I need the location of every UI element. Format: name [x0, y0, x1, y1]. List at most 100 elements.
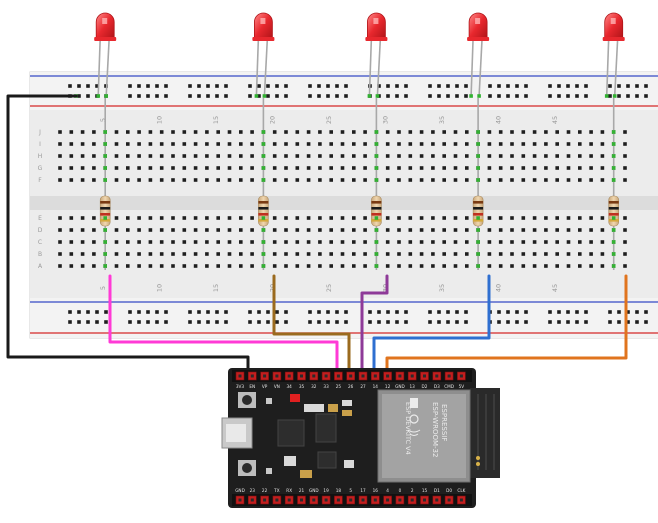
column-number: 40 [495, 284, 503, 292]
column-number: 45 [551, 116, 559, 124]
pin-label: 19 [323, 488, 329, 493]
resistor [371, 98, 382, 270]
column-number: 35 [438, 284, 446, 292]
wifi-mark-icon [407, 429, 421, 436]
pin-label: 23 [250, 488, 256, 493]
row-letter: A [38, 263, 43, 270]
row-letter: F [38, 177, 42, 184]
module-brand-text: ESPRESSIF [440, 404, 448, 441]
wroom-module: ESPRESSIF ESP-WROOM-32 ESP DEVKITC V4 [377, 389, 480, 483]
wire-ground-black [6, 94, 250, 378]
row-letter: C [38, 239, 42, 246]
pin-label: VN [274, 384, 280, 389]
pin-label: 25 [336, 384, 342, 389]
column-number: 10 [156, 284, 164, 292]
column-number: 30 [382, 116, 390, 124]
resistor [608, 98, 620, 270]
pin-label: 13 [410, 384, 416, 389]
led-5 [602, 12, 625, 98]
pin-label: 0 [399, 488, 402, 493]
resistor [99, 98, 111, 270]
pin-label: D0 [446, 488, 452, 493]
led-3 [365, 12, 388, 98]
pin-label: 12 [385, 384, 391, 389]
pin-label: D1 [434, 488, 440, 493]
resistor [258, 98, 269, 270]
row-letter: D [38, 227, 43, 234]
column-number: 5 [99, 286, 107, 290]
pin-label: TX [273, 488, 280, 493]
pin-label: GND [235, 488, 245, 493]
wire-orange [385, 274, 628, 378]
led-body-icon [95, 12, 115, 39]
row-letter: E [38, 215, 42, 222]
ce-mark-icon [409, 414, 419, 424]
column-number: 40 [495, 116, 503, 124]
pin-label: 27 [360, 384, 366, 389]
usb-uart-chip [277, 419, 305, 447]
pin-label: 32 [311, 384, 317, 389]
pin-label: 17 [360, 488, 366, 493]
led-body-icon [254, 12, 273, 39]
pin-label: GND [395, 384, 405, 389]
row-letter: H [38, 153, 43, 160]
pin-label: GND [309, 488, 319, 493]
pin-label: CLK [457, 488, 465, 493]
power-led-icon [290, 394, 300, 402]
pin-label: 5 [349, 488, 352, 493]
resistor [472, 98, 484, 270]
led-body-icon [367, 12, 386, 39]
column-number: 25 [325, 284, 333, 292]
led-2 [252, 12, 275, 98]
wire-pink [108, 274, 339, 378]
wire-purple [360, 274, 389, 378]
pin-label: RX [286, 488, 292, 493]
column-number: 15 [212, 116, 220, 124]
pin-label: VP [262, 384, 268, 389]
pin-label: 34 [287, 384, 293, 389]
pin-label: 26 [348, 384, 354, 389]
logo-mark [410, 398, 418, 408]
board-silk-text: ESP DEVKITC V4 [404, 402, 412, 455]
column-number: 20 [269, 116, 277, 124]
pin-label: 18 [336, 488, 342, 493]
regulator-chip [315, 413, 337, 443]
pin-label: 2 [411, 488, 414, 493]
pin-label: D2 [422, 384, 428, 389]
column-number: 45 [551, 284, 559, 292]
column-number: 10 [156, 116, 164, 124]
center-channel [30, 196, 658, 210]
row-letter: J [38, 129, 41, 136]
pin-label: 35 [299, 384, 305, 389]
module-model-text: ESP-WROOM-32 [431, 402, 439, 457]
pin-label: 15 [422, 488, 428, 493]
pin-label: 16 [373, 488, 379, 493]
pin-label: EN [249, 384, 255, 389]
column-number: 25 [325, 116, 333, 124]
pin-label: 5V [459, 384, 465, 389]
pin-label: 22 [262, 488, 268, 493]
column-number: 5 [99, 118, 107, 122]
pin-label: CMD [444, 384, 454, 389]
led-4 [467, 12, 490, 98]
led-body-icon [468, 12, 488, 39]
wire-blue [372, 274, 491, 378]
top-power-rail [30, 72, 658, 110]
wire-brown [272, 274, 351, 378]
pin-label: 4 [386, 488, 389, 493]
row-letter: I [39, 141, 41, 148]
pin-label: 33 [323, 384, 329, 389]
column-number: 15 [212, 284, 220, 292]
pin-label: 21 [299, 488, 305, 493]
row-letter: G [38, 165, 43, 172]
column-number: 35 [438, 116, 446, 124]
led-1 [94, 12, 117, 98]
led-body-icon [604, 12, 624, 39]
pin-label: 3V3 [236, 384, 245, 389]
bottom-power-rail [30, 298, 658, 338]
pin-label: D3 [434, 384, 440, 389]
